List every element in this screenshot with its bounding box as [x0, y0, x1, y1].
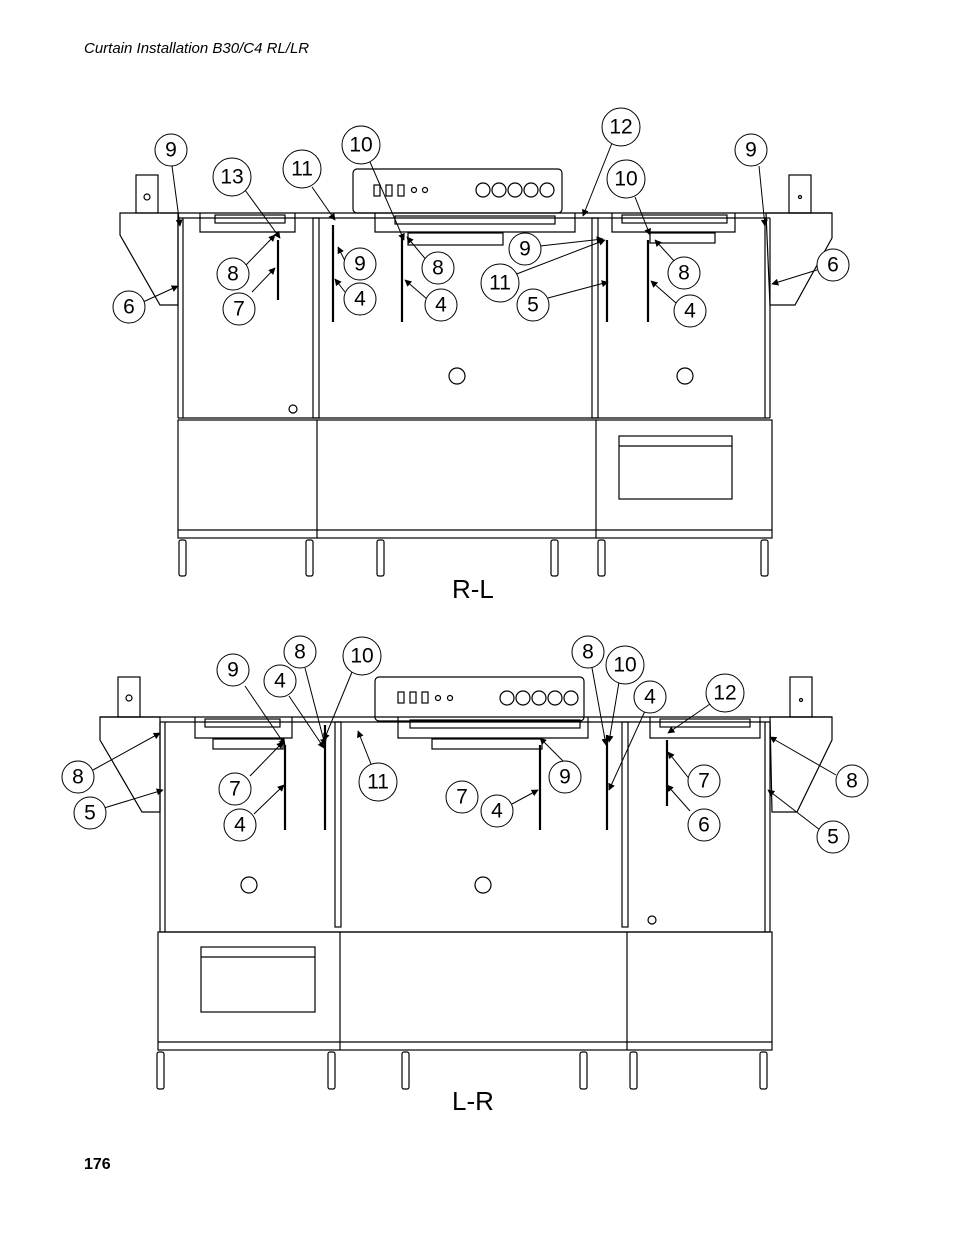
svg-text:11: 11 [291, 158, 313, 181]
rl-callout-9-right: 9 [734, 133, 768, 167]
rl-callout-6-right: 6 [816, 248, 850, 282]
svg-text:8: 8 [294, 641, 306, 664]
svg-text:10: 10 [349, 134, 372, 157]
svg-text:8: 8 [582, 641, 594, 664]
svg-text:5: 5 [827, 826, 839, 849]
rl-callout-4-right: 4 [673, 294, 707, 328]
svg-text:6: 6 [827, 254, 839, 277]
svg-text:9: 9 [559, 766, 571, 789]
lr-leader-lines [92, 667, 837, 831]
rl-callout-11-lower: 11 [480, 263, 520, 303]
lr-callout-8-right: 8 [835, 764, 869, 798]
rl-callout-7: 7 [222, 292, 256, 326]
lr-callout-8-right-top: 8 [571, 635, 605, 669]
rl-callout-5: 5 [516, 288, 550, 322]
svg-text:10: 10 [613, 654, 636, 677]
lr-callout-5-left: 5 [73, 796, 107, 830]
svg-text:9: 9 [745, 139, 757, 162]
rl-callout-12: 12 [601, 107, 641, 147]
svg-text:9: 9 [227, 659, 239, 682]
svg-text:4: 4 [684, 300, 696, 323]
svg-text:8: 8 [432, 257, 444, 280]
rl-callout-9-center: 9 [508, 232, 542, 266]
lr-callout-8-left-top: 8 [283, 635, 317, 669]
rl-machine-drawing [119, 168, 833, 577]
lr-callout-4-right-top: 4 [633, 680, 667, 714]
lr-machine-drawing [99, 676, 833, 1090]
rl-callout-8-right: 8 [667, 256, 701, 290]
svg-text:4: 4 [491, 800, 503, 823]
svg-text:8: 8 [846, 770, 858, 793]
lr-callout-11: 11 [358, 762, 398, 802]
svg-text:8: 8 [678, 262, 690, 285]
svg-text:10: 10 [614, 168, 637, 191]
lr-callout-5-right: 5 [816, 820, 850, 854]
lr-callout-4-left-bottom: 4 [223, 808, 257, 842]
svg-text:7: 7 [229, 778, 241, 801]
svg-text:7: 7 [698, 770, 710, 793]
svg-text:8: 8 [227, 263, 239, 286]
svg-text:7: 7 [233, 298, 245, 321]
svg-text:12: 12 [609, 116, 632, 139]
lr-callout-9: 9 [216, 653, 250, 687]
page-header: Curtain Installation B30/C4 RL/LR [84, 40, 310, 57]
svg-text:5: 5 [527, 294, 539, 317]
svg-text:10: 10 [350, 645, 373, 668]
lr-callout-8-left: 8 [61, 760, 95, 794]
svg-text:4: 4 [644, 686, 656, 709]
rl-callout-8-left: 8 [216, 257, 250, 291]
view-label-lr: L-R [452, 1086, 494, 1116]
lr-callout-4-left-top: 4 [263, 664, 297, 698]
lr-callout-7-right: 7 [687, 764, 721, 798]
rl-callout-9-left: 9 [154, 133, 188, 167]
lr-callout-7-center: 7 [445, 780, 479, 814]
svg-text:11: 11 [367, 771, 389, 794]
svg-text:7: 7 [456, 786, 468, 809]
page-number: 176 [84, 1156, 111, 1173]
lr-callout-6: 6 [687, 808, 721, 842]
rl-callout-9-mid: 9 [343, 247, 377, 281]
svg-text:9: 9 [354, 253, 366, 276]
lr-callout-9-center: 9 [548, 760, 582, 794]
rl-callout-6-left: 6 [112, 290, 146, 324]
svg-text:4: 4 [234, 814, 246, 837]
lr-callout-4-center: 4 [480, 794, 514, 828]
lr-callout-10-right: 10 [605, 645, 645, 685]
lr-callout-12: 12 [705, 673, 745, 713]
svg-text:4: 4 [354, 288, 366, 311]
svg-text:9: 9 [165, 139, 177, 162]
rl-callout-4-left: 4 [343, 282, 377, 316]
rl-callout-10-left: 10 [341, 125, 381, 165]
svg-text:5: 5 [84, 802, 96, 825]
svg-text:8: 8 [72, 766, 84, 789]
svg-text:9: 9 [519, 238, 531, 261]
lr-callout-7-left: 7 [218, 772, 252, 806]
rl-callout-4-mid: 4 [424, 288, 458, 322]
svg-text:11: 11 [489, 272, 511, 295]
svg-text:4: 4 [274, 670, 286, 693]
rl-callout-13: 13 [212, 157, 252, 197]
rl-callout-8-mid: 8 [421, 251, 455, 285]
svg-text:13: 13 [220, 166, 243, 189]
svg-text:6: 6 [698, 814, 710, 837]
rl-leader-lines [142, 142, 818, 304]
view-label-rl: R-L [452, 574, 494, 604]
lr-callout-10-left: 10 [342, 636, 382, 676]
svg-text:4: 4 [435, 294, 447, 317]
rl-callout-10-right: 10 [606, 159, 646, 199]
svg-text:12: 12 [713, 682, 736, 705]
rl-callout-11-upper: 11 [282, 149, 322, 189]
svg-text:6: 6 [123, 296, 135, 319]
